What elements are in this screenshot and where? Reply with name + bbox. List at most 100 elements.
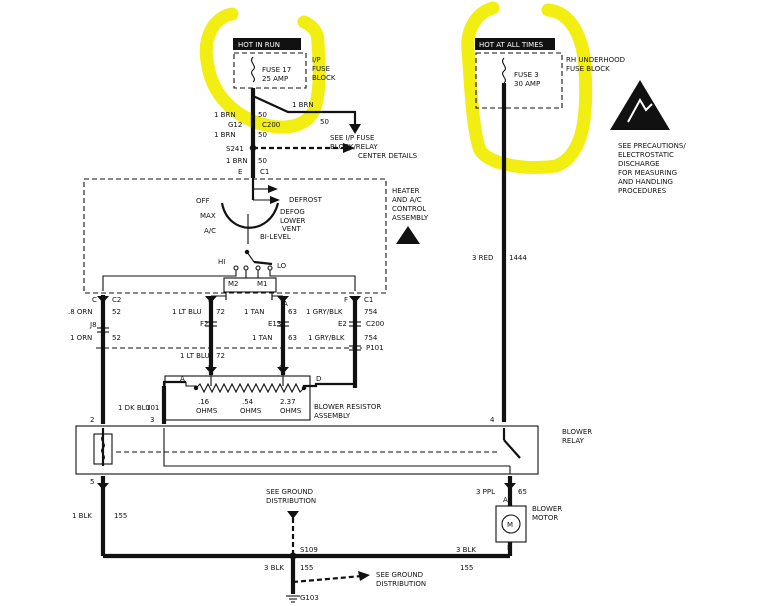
- svg-text:S109: S109: [300, 546, 318, 554]
- svg-text:BLOWER: BLOWER: [562, 428, 592, 436]
- svg-text:VENT: VENT: [282, 225, 301, 233]
- svg-text:1 LT BLU: 1 LT BLU: [172, 308, 202, 316]
- svg-text:52: 52: [112, 308, 121, 316]
- svg-text:DISTRIBUTION: DISTRIBUTION: [266, 497, 316, 505]
- svg-text:1 TAN: 1 TAN: [252, 334, 272, 342]
- svg-text:1 BRN: 1 BRN: [226, 157, 248, 165]
- svg-text:RH UNDERHOOD: RH UNDERHOOD: [566, 56, 625, 64]
- svg-text:C1: C1: [260, 168, 269, 176]
- svg-text:3: 3: [150, 416, 154, 424]
- svg-text:50: 50: [320, 118, 329, 126]
- svg-text:1 BLK: 1 BLK: [72, 512, 92, 520]
- ground-symbol: [286, 595, 300, 603]
- svg-text:30 AMP: 30 AMP: [514, 80, 540, 88]
- svg-text:S241: S241: [226, 145, 244, 153]
- svg-text:E13: E13: [268, 320, 281, 328]
- svg-text:J8: J8: [89, 321, 97, 329]
- svg-text:101: 101: [146, 404, 159, 412]
- svg-text:50: 50: [258, 111, 267, 119]
- fuse-17-symbol: [251, 56, 255, 83]
- motor-icon: [501, 514, 521, 534]
- svg-text:CENTER DETAILS: CENTER DETAILS: [358, 152, 418, 160]
- blower-resistor: .16 OHMS .54 OHMS 2.37 OHMS BLOWER RESIS…: [118, 375, 381, 424]
- hot-at-all-times-tag: [475, 38, 555, 50]
- svg-text:F2: F2: [200, 320, 208, 328]
- ip-label-1: I/P: [312, 56, 321, 64]
- svg-text:1444: 1444: [509, 254, 527, 262]
- svg-text:M2: M2: [228, 280, 239, 288]
- svg-text:C200: C200: [262, 121, 280, 129]
- svg-text:1 BRN: 1 BRN: [292, 101, 314, 109]
- svg-text:63: 63: [288, 334, 297, 342]
- svg-text:ELECTROSTATIC: ELECTROSTATIC: [618, 151, 674, 159]
- fuse-17-rating: 25 AMP: [262, 75, 288, 83]
- control-to-resistor-wires: C C2 .8 ORN 52 J8 1 ORN 52 B 1 LT BLU 72…: [68, 295, 384, 424]
- svg-text:HEATER: HEATER: [392, 187, 420, 195]
- svg-text:CONTROL: CONTROL: [392, 205, 426, 213]
- svg-text:72: 72: [216, 352, 225, 360]
- svg-text:SEE PRECAUTIONS/: SEE PRECAUTIONS/: [618, 142, 686, 150]
- svg-text:BLOWER: BLOWER: [532, 505, 562, 513]
- svg-text:.8 ORN: .8 ORN: [68, 308, 93, 316]
- svg-text:SEE GROUND: SEE GROUND: [376, 571, 423, 579]
- svg-text:52: 52: [112, 334, 121, 342]
- svg-text:C: C: [92, 296, 97, 304]
- svg-text:E: E: [238, 168, 242, 176]
- brn-feed-wires: 1 BRN 50 1 BRN G12 C200 50 1 BRN 50 S241…: [214, 88, 418, 178]
- svg-text:3 BLK: 3 BLK: [456, 546, 476, 554]
- svg-text:G103: G103: [300, 594, 319, 602]
- svg-text:A: A: [503, 496, 508, 504]
- ip-fuse-box: [233, 52, 307, 89]
- svg-text:A: A: [283, 300, 288, 308]
- svg-text:C1: C1: [364, 296, 373, 304]
- highlight-right: [461, 1, 593, 174]
- svg-text:DISTRIBUTION: DISTRIBUTION: [376, 580, 426, 588]
- svg-text:1 TAN: 1 TAN: [244, 308, 264, 316]
- underhood-fuse-box: [475, 52, 563, 109]
- svg-text:DEFOG: DEFOG: [280, 208, 305, 216]
- svg-text:BLOWER RESISTOR: BLOWER RESISTOR: [314, 403, 381, 411]
- svg-text:1 LT BLU: 1 LT BLU: [180, 352, 210, 360]
- svg-text:A: A: [180, 375, 185, 383]
- svg-text:LOWER: LOWER: [280, 217, 306, 225]
- svg-text:PROCEDURES: PROCEDURES: [618, 187, 667, 195]
- svg-text:RELAY: RELAY: [562, 437, 585, 445]
- blower-relay: BLOWER RELAY 2 4 5: [75, 416, 592, 486]
- svg-text:HI: HI: [218, 258, 225, 266]
- hot-in-run-tag: [233, 38, 301, 50]
- ip-label-3: BLOCK: [312, 74, 336, 82]
- svg-text:72: 72: [216, 308, 225, 316]
- svg-text:1 DK BLU: 1 DK BLU: [118, 404, 150, 412]
- svg-text:1 GRY/BLK: 1 GRY/BLK: [308, 334, 345, 342]
- svg-text:SEE GROUND: SEE GROUND: [266, 488, 313, 496]
- svg-text:50: 50: [258, 131, 267, 139]
- svg-text:BI-LEVEL: BI-LEVEL: [260, 233, 291, 241]
- svg-text:SEE I/P FUSE: SEE I/P FUSE: [330, 134, 374, 142]
- svg-text:M: M: [507, 521, 513, 529]
- svg-text:3 BLK: 3 BLK: [264, 564, 284, 572]
- svg-text:63: 63: [288, 308, 297, 316]
- svg-text:1 ORN: 1 ORN: [70, 334, 92, 342]
- svg-text:A/C: A/C: [204, 227, 216, 235]
- svg-text:.54: .54: [242, 398, 254, 406]
- svg-text:DEFROST: DEFROST: [289, 196, 323, 204]
- svg-text:ASSEMBLY: ASSEMBLY: [314, 412, 351, 420]
- highlight-annotations: [199, 1, 593, 174]
- control-assembly: HEATER AND A/C CONTROL ASSEMBLY OFF MAX …: [83, 178, 429, 300]
- svg-text:3 RED: 3 RED: [472, 254, 493, 262]
- svg-text:F: F: [344, 296, 348, 304]
- svg-text:FUSE 3: FUSE 3: [514, 71, 539, 79]
- ground-wiring: 1 BLK 155 3 BLK 155 SEE GROUND DISTRIBUT…: [72, 476, 510, 603]
- svg-text:AND A/C: AND A/C: [392, 196, 422, 204]
- svg-text:3 PPL: 3 PPL: [476, 488, 495, 496]
- svg-text:FOR MEASURING: FOR MEASURING: [618, 169, 677, 177]
- svg-text:OHMS: OHMS: [240, 407, 262, 415]
- svg-text:M1: M1: [257, 280, 268, 288]
- blower-motor-section: A 3 PPL 65 M BLOWER MOTOR B: [476, 476, 562, 556]
- esd-small-icon: [396, 226, 420, 244]
- m2-m1-link: [223, 277, 277, 293]
- fuse-17-name: FUSE 17: [262, 66, 291, 74]
- svg-text:2.37: 2.37: [280, 398, 296, 406]
- svg-text:P101: P101: [366, 344, 384, 352]
- svg-text:G12: G12: [228, 121, 242, 129]
